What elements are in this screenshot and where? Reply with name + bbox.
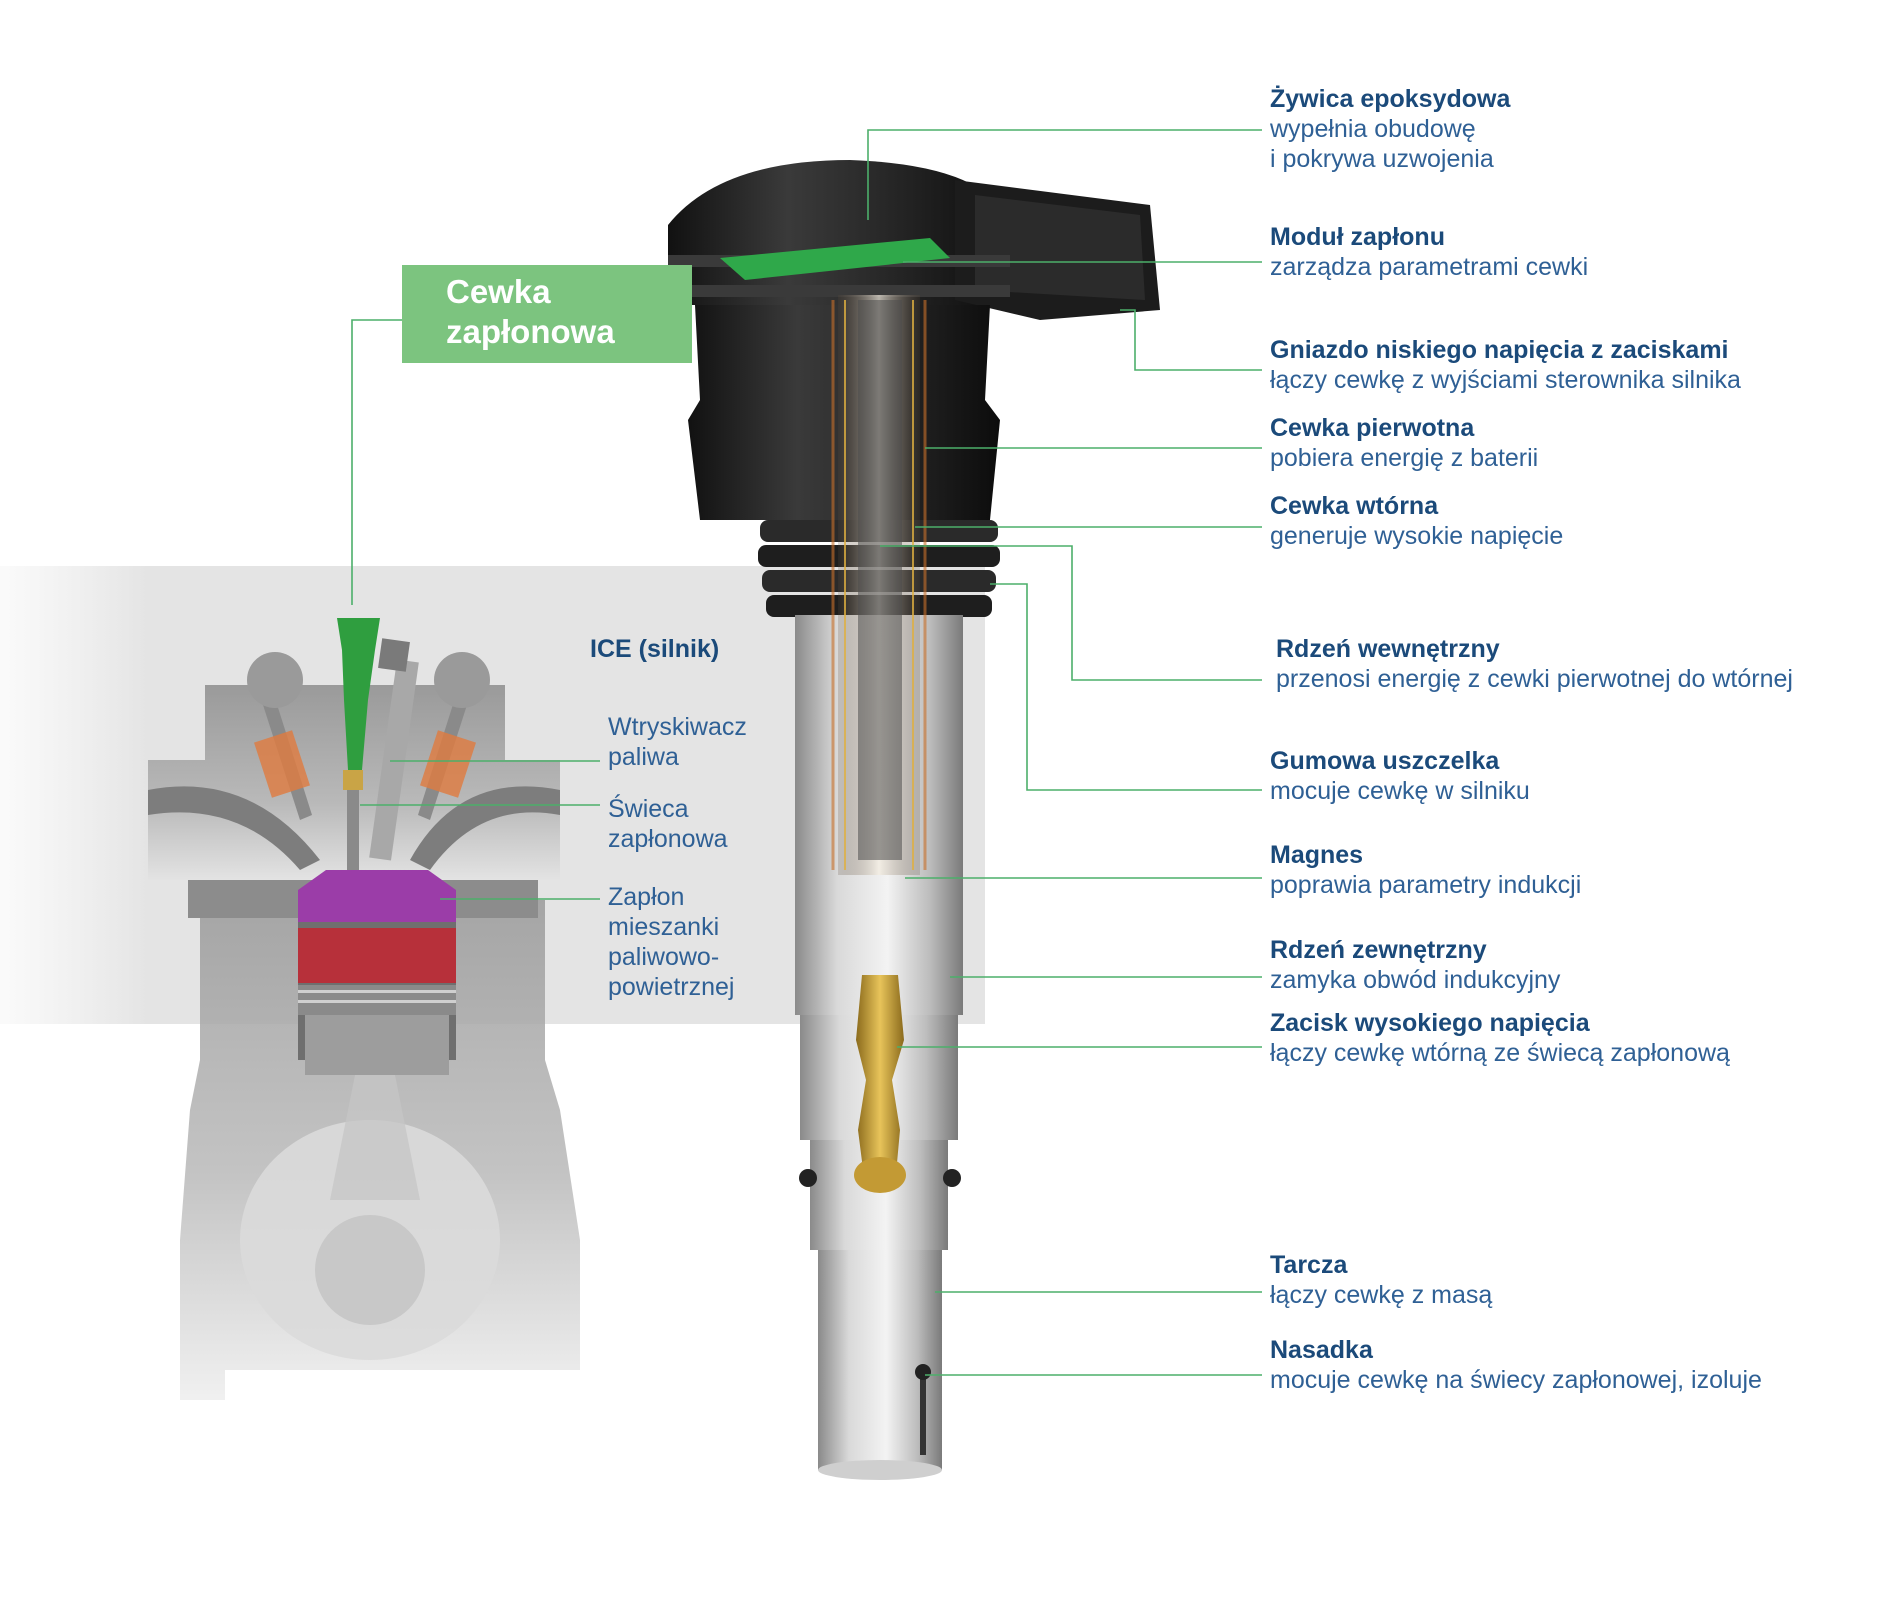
part-low-voltage-socket: Gniazdo niskiego napięcia z zaciskami łą… [1270, 336, 1741, 394]
coil-title-box: Cewka zapłonowa [402, 265, 692, 363]
part-nozzle: Nasadka mocuje cewkę na świecy zapłonowe… [1270, 1336, 1762, 1394]
coil-title-line2: zapłonowa [446, 313, 615, 350]
part-magnet: Magnes poprawia parametry indukcji [1270, 841, 1582, 899]
part-epoxy: Żywica epoksydowa wypełnia obudowę i pok… [1270, 85, 1511, 173]
part-ignition-module: Moduł zapłonu zarządza parametrami cewki [1270, 223, 1589, 281]
engine-title: ICE (silnik) [590, 635, 720, 663]
coil-title-line1: Cewka [446, 273, 551, 310]
part-primary-coil: Cewka pierwotna pobiera energię z bateri… [1270, 414, 1539, 472]
part-disc: Tarcza łączy cewkę z masą [1270, 1251, 1493, 1309]
part-inner-core: Rdzeń wewnętrzny przenosi energię z cewk… [1276, 635, 1793, 693]
coil-illustration [668, 160, 1160, 1480]
part-hv-terminal: Zacisk wysokiego napięcia łączy cewkę wt… [1270, 1009, 1730, 1067]
leader-lines [351, 129, 1262, 1376]
injector-label: Wtryskiwacz paliwa [608, 713, 747, 771]
ignition-label: Zapłon mieszanki paliwowo- powietrznej [608, 883, 735, 1001]
part-outer-core: Rdzeń zewnętrzny zamyka obwód indukcyjny [1270, 936, 1561, 994]
part-rubber-seal: Gumowa uszczelka mocuje cewkę w silniku [1270, 747, 1530, 805]
spark-plug-label: Świeca zapłonowa [608, 795, 728, 853]
part-secondary-coil: Cewka wtórna generuje wysokie napięcie [1270, 492, 1564, 550]
engine-illustration [148, 618, 580, 1400]
